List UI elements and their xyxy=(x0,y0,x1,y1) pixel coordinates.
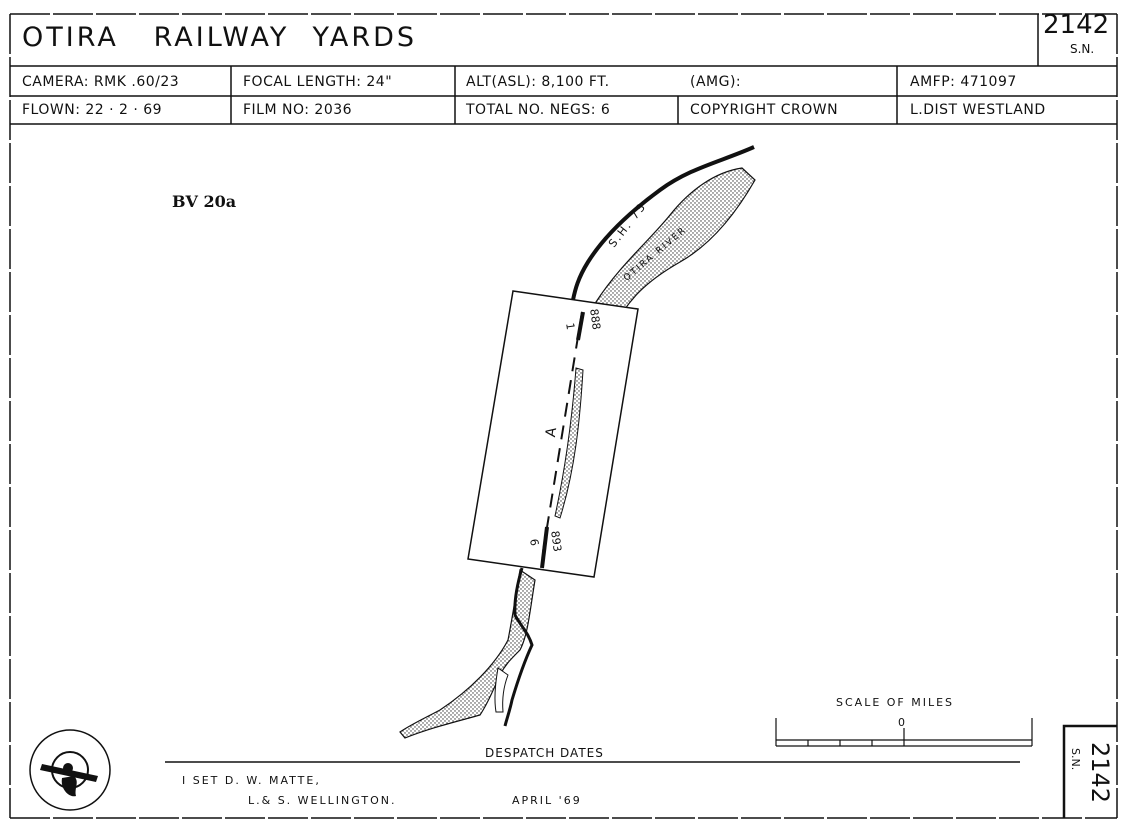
sheet-suffix: S.N. xyxy=(1070,42,1095,56)
map-title: OTIRA RAILWAY YARDS xyxy=(22,22,418,53)
state-highway-73 xyxy=(571,145,755,301)
despatch-line-2: L.& S. WELLINGTON. xyxy=(248,794,397,807)
map-reference-label: BV 20a xyxy=(172,192,237,211)
river-south xyxy=(399,568,536,739)
scale-zero: 0 xyxy=(898,716,907,729)
film-number-field: FILM NO: 2036 xyxy=(243,102,353,118)
sheet-suffix-rotated: S.N. xyxy=(1069,748,1082,771)
flight-line xyxy=(542,311,583,553)
scale-bar xyxy=(775,718,1033,747)
amfp-field: AMFP: 471097 xyxy=(910,74,1017,90)
despatch-date: APRIL '69 xyxy=(512,794,582,807)
despatch-line-1: I SET D. W. MATTE, xyxy=(182,774,321,787)
land-district-field: L.DIST WESTLAND xyxy=(910,102,1046,118)
scale-title: SCALE OF MILES xyxy=(836,696,955,709)
bottom-exposure-mark xyxy=(540,526,549,569)
bottom-negative-number: 893 xyxy=(548,530,564,553)
river-strip-inside xyxy=(554,367,584,519)
camera-field: CAMERA: RMK .60/23 xyxy=(22,74,180,90)
photo-coverage-area xyxy=(467,290,639,578)
river-branch xyxy=(494,667,509,713)
altitude-field: ALT(ASL): 8,100 FT. xyxy=(466,74,610,90)
nz-aerial-mapping-logo xyxy=(29,729,111,811)
top-exposure-mark xyxy=(576,311,585,341)
amg-field: (AMG): xyxy=(690,74,742,90)
despatch-dates-title: DESPATCH DATES xyxy=(485,746,604,760)
railway-line xyxy=(503,567,534,727)
sheet-number-rotated: 2142 xyxy=(1086,742,1114,804)
focal-length-field: FOCAL LENGTH: 24" xyxy=(243,74,393,90)
sheet-border xyxy=(9,13,1118,819)
flown-field: FLOWN: 22 · 2 · 69 xyxy=(22,102,163,118)
copyright-field: COPYRIGHT CROWN xyxy=(690,102,839,118)
top-negative-number: 888 xyxy=(587,308,603,331)
strip-label: A xyxy=(543,426,561,439)
sheet-number: 2142 xyxy=(1043,10,1110,40)
total-negatives-field: TOTAL NO. NEGS: 6 xyxy=(466,102,611,118)
